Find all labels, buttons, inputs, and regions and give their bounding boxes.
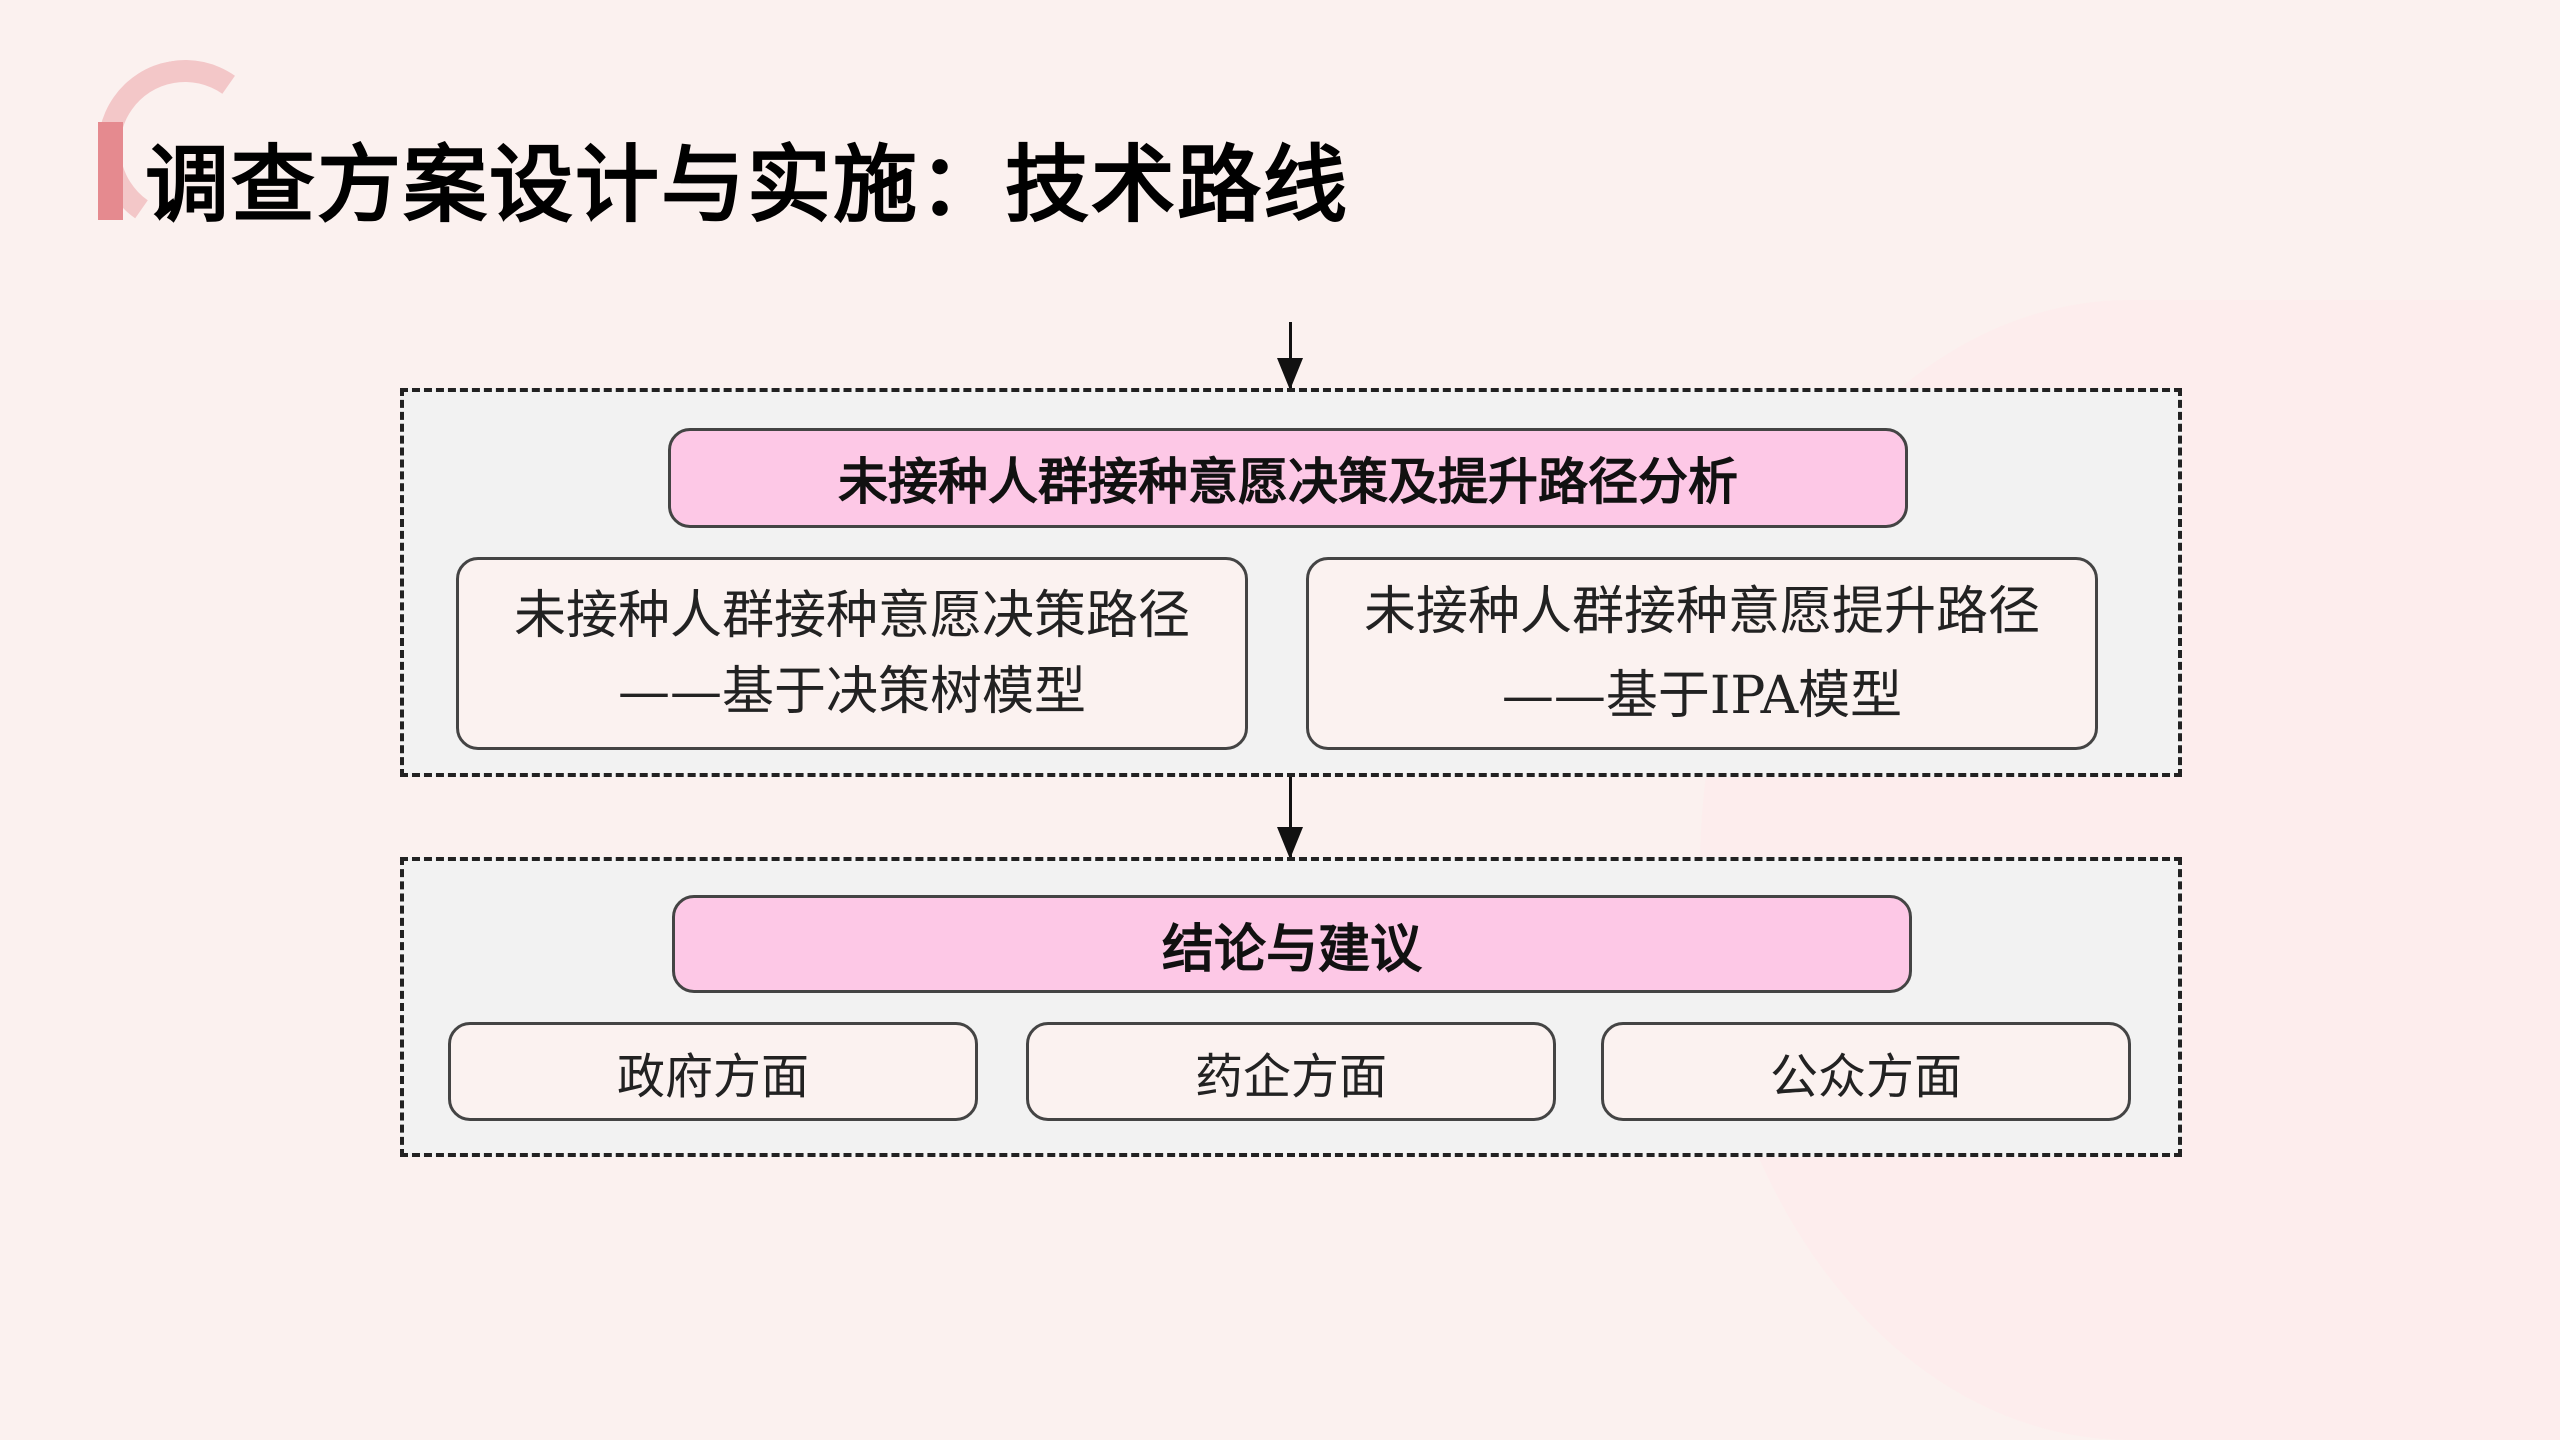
government-box: 政府方面 xyxy=(448,1022,978,1121)
pharma-box: 药企方面 xyxy=(1026,1022,1556,1121)
improvement-path-box: 未接种人群接种意愿提升路径 ——基于IPA模型 xyxy=(1306,557,2098,750)
stage2-header-box: 结论与建议 xyxy=(672,895,1912,993)
improvement-path-title: 未接种人群接种意愿提升路径 xyxy=(1363,581,2040,642)
arrow-into-stage2 xyxy=(1277,777,1303,859)
page-title: 调查方案设计与实施：技术路线 xyxy=(145,136,1350,234)
pharma-label: 药企方面 xyxy=(1194,1048,1387,1105)
decision-path-title: 未接种人群接种意愿决策路径 xyxy=(513,585,1190,646)
public-label: 公众方面 xyxy=(1769,1048,1962,1105)
improvement-path-subtitle: ——基于IPA模型 xyxy=(1501,665,1903,726)
government-label: 政府方面 xyxy=(616,1048,809,1105)
stage2-header-text: 结论与建议 xyxy=(1161,919,1422,980)
stage1-header-box: 未接种人群接种意愿决策及提升路径分析 xyxy=(668,428,1908,528)
stage1-header-text: 未接种人群接种意愿决策及提升路径分析 xyxy=(838,453,1738,511)
arrow-into-stage1 xyxy=(1277,322,1303,390)
decision-path-subtitle: ——基于决策树模型 xyxy=(617,661,1086,722)
public-box: 公众方面 xyxy=(1601,1022,2131,1121)
title-accent-bar xyxy=(98,122,123,220)
decision-path-box: 未接种人群接种意愿决策路径 ——基于决策树模型 xyxy=(456,557,1248,750)
